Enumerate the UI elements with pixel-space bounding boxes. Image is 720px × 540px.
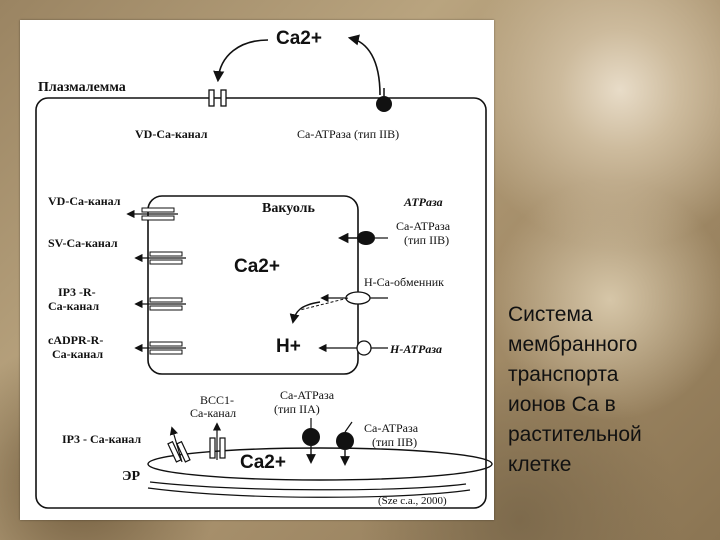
citation: (Sze c.a., 2000) <box>378 495 447 507</box>
ca-atpase-iia-icon <box>302 418 320 462</box>
ca-atpase-pm-icon <box>376 88 392 112</box>
ca-atpase-er-icon <box>336 422 354 464</box>
arrow-ca-influx <box>218 40 268 80</box>
ip3-channel-er-label: IP3 - Ca-канал <box>62 432 141 446</box>
ip3-r-channel-icon <box>136 298 186 310</box>
cadpr-label-1: cADPR-R- <box>48 333 103 347</box>
ca-atpase-er-label-2: (тип IIB) <box>372 435 417 449</box>
ip3-r-label-1: IP3 -R- <box>58 285 96 299</box>
vacuole-membrane <box>148 196 358 374</box>
er-label: ЭР <box>122 469 140 484</box>
ca-atpase-iia-label-2: (тип IIA) <box>274 402 320 416</box>
sv-channel-icon <box>136 252 186 264</box>
h-ca-exchanger-label: H-Ca-обменник <box>364 275 444 289</box>
ca-er-label: Ca2+ <box>240 452 286 473</box>
plasma-membrane <box>36 98 486 508</box>
plasmalemma-label: Плазмалемма <box>38 80 126 95</box>
sv-channel-label: SV-Ca-канал <box>48 236 118 250</box>
arrow-ca-efflux <box>350 38 380 95</box>
cadpr-label-2: Ca-канал <box>52 347 103 361</box>
er-membrane <box>148 448 492 497</box>
ip3-r-label-2: Ca-канал <box>48 299 99 313</box>
cadpr-channel-icon <box>136 342 186 354</box>
bcc1-channel-icon <box>210 424 225 460</box>
vd-channel-pm-label: VD-Ca-канал <box>135 127 208 141</box>
ip3-er-channel-icon <box>168 428 190 462</box>
vd-channel-icon <box>128 208 178 220</box>
bcc1-label-1: BCC1- <box>200 393 234 407</box>
h-atpase-label: H-ATPаза <box>389 342 442 356</box>
slide-title-line: растительной <box>508 420 713 450</box>
ca-atpase-vac-icon <box>340 231 388 245</box>
ca-atpase-vac-label-1: Ca-ATPаза <box>396 219 451 233</box>
slide-title: Система мембранного транспорта ионов Са … <box>508 300 713 480</box>
bcc1-label-2: Ca-канал <box>190 406 236 420</box>
vacuole-label: Вакуоль <box>262 201 316 216</box>
ca-vacuole-label: Ca2+ <box>234 256 280 277</box>
slide-title-line: транспорта <box>508 360 713 390</box>
atpase-label: ATPаза <box>403 195 443 209</box>
ca-atpase-iia-label-1: Ca-ATPаза <box>280 388 335 402</box>
ca-atpase-pm-label: Ca-ATPаза (тип IIB) <box>297 127 399 141</box>
slide-title-line: клетке <box>508 450 713 480</box>
h-plus-label: H+ <box>276 336 301 357</box>
slide-title-line: Система <box>508 300 713 330</box>
ca-atpase-vac-label-2: (тип IIB) <box>404 233 449 247</box>
h-ca-exchanger-icon <box>300 292 388 310</box>
ca-top-label: Ca2+ <box>276 28 322 49</box>
vd-channel-label: VD-Ca-канал <box>48 194 121 208</box>
arrow-h-to-exchanger <box>293 302 320 322</box>
slide-title-line: мембранного <box>508 330 713 360</box>
h-atpase-icon <box>320 341 388 355</box>
ca-atpase-er-label-1: Ca-ATPаза <box>364 421 419 435</box>
slide-title-line: ионов Са в <box>508 390 713 420</box>
